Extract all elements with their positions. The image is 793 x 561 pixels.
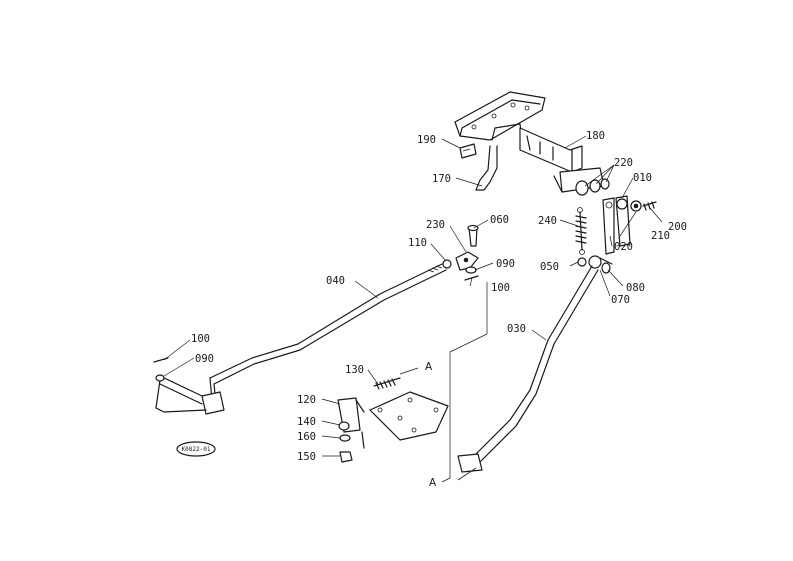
callout-010: 010: [633, 172, 652, 184]
callout-130: 130: [345, 364, 364, 376]
callout-080: 080: [626, 282, 645, 294]
marker-a-bottom: A: [429, 477, 437, 489]
cotter-100-upper: [464, 275, 479, 281]
arm-020: [602, 197, 615, 255]
bolt-200: [642, 201, 657, 211]
callout-210: 210: [651, 230, 670, 242]
callout-labels: 190 180 220 170 010 200 210 020 240 230 …: [191, 130, 687, 489]
pedal-pad: [369, 391, 449, 441]
connection-a-a: [399, 282, 488, 483]
callout-090-lower: 090: [195, 353, 214, 365]
callout-120: 120: [297, 394, 316, 406]
callout-190: 190: [417, 134, 436, 146]
drawing-code: K0822-01: [182, 446, 211, 453]
callout-100-upper: 100: [491, 282, 510, 294]
callout-150: 150: [297, 451, 316, 463]
spring-130: [373, 377, 401, 390]
leader-lines: [163, 135, 663, 457]
callout-220: 220: [614, 157, 633, 169]
callout-200: 200: [668, 221, 687, 233]
callout-180: 180: [586, 130, 605, 142]
callout-100-lower: 100: [191, 333, 210, 345]
top-bracket-plate: [454, 91, 546, 141]
callout-070: 070: [611, 294, 630, 306]
callout-020: 020: [614, 241, 633, 253]
callout-030: 030: [507, 323, 526, 335]
spring-240: [575, 207, 587, 255]
rod-030: [469, 265, 599, 467]
rod-170: [475, 145, 498, 191]
callout-230: 230: [426, 219, 445, 231]
rod-030-end-plate: [457, 453, 483, 473]
bolt-140: [338, 421, 350, 431]
callout-140: 140: [297, 416, 316, 428]
sleeves-220: [575, 178, 610, 196]
nut-110: [442, 259, 452, 269]
pin-210-washer: [630, 200, 642, 212]
callout-040: 040: [326, 275, 345, 287]
rod-040: [201, 263, 447, 415]
callout-110: 110: [408, 237, 427, 249]
callout-160: 160: [297, 431, 316, 443]
callout-050: 050: [540, 261, 559, 273]
drawing-code-badge: K0822-01: [176, 441, 216, 457]
lever-end-fork: [155, 375, 207, 413]
callout-090-upper: 090: [496, 258, 515, 270]
pin-060: [467, 224, 479, 247]
arm-010: [615, 195, 631, 247]
callout-060: 060: [490, 214, 509, 226]
nut-150: [339, 431, 365, 463]
washer-090-lower: [155, 374, 165, 382]
pin-190: [459, 143, 477, 159]
washer-090-upper: [465, 266, 477, 274]
callout-170: 170: [432, 173, 451, 185]
clevis-230: [455, 251, 479, 271]
marker-a-top: A: [425, 361, 433, 373]
callout-240: 240: [538, 215, 557, 227]
pin-050: [577, 257, 587, 267]
washer-160: [339, 434, 351, 442]
